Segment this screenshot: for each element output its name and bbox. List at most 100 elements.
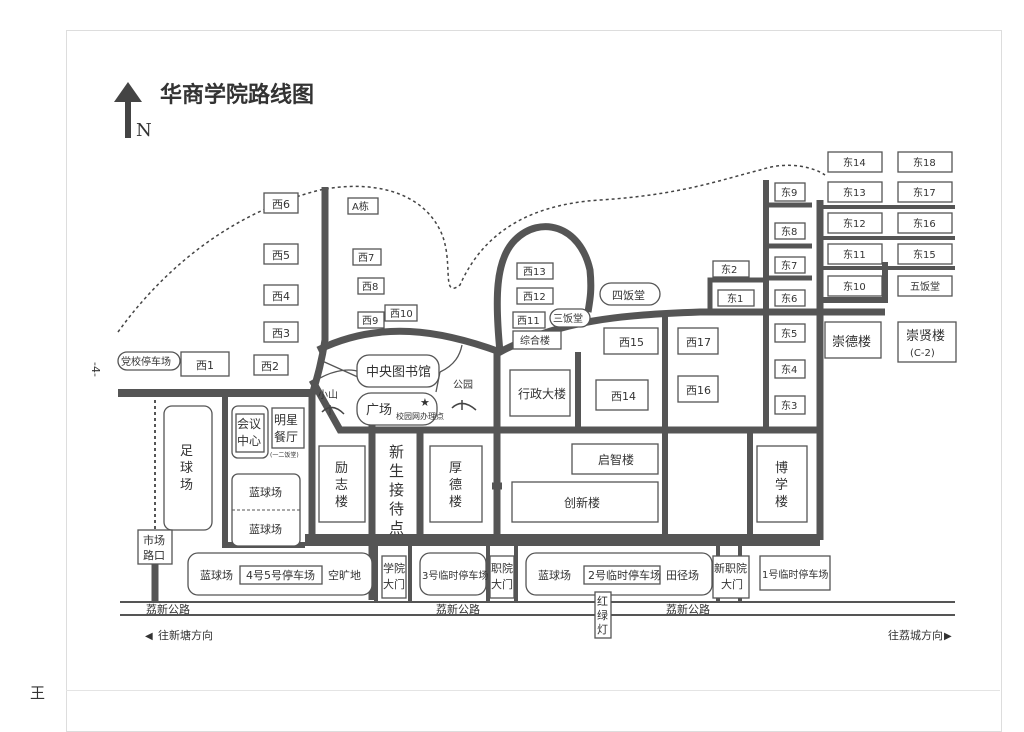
building-outline — [263, 321, 299, 343]
building-outline — [897, 212, 953, 234]
star-icon: ★ — [420, 396, 430, 409]
map-label: 新职院 — [714, 561, 747, 575]
map-shape — [308, 187, 329, 432]
building-outline — [516, 262, 554, 280]
building-outline — [827, 181, 883, 203]
map-label: 西15 — [619, 336, 644, 349]
building-outline — [677, 327, 719, 355]
west-buildings: 西6 西5 西4 西3 西1 西2 A栋 西7 西8 西9 西10 党校停车场 — [117, 192, 418, 377]
map-label: 市场 — [143, 533, 165, 547]
map-label: 绿 — [597, 608, 608, 622]
map-label: 餐厅 — [274, 429, 298, 444]
building-outline — [239, 565, 323, 585]
building-outline — [180, 351, 230, 377]
building-outline — [756, 445, 808, 523]
building-outline — [827, 151, 883, 173]
building-outline — [774, 323, 806, 343]
map-label: 公园 — [453, 379, 473, 391]
map-shape — [707, 277, 766, 312]
map-label: 西5 — [272, 249, 290, 262]
map-label: 崇贤楼 — [906, 329, 945, 344]
map-title: 华商学院路线图 — [160, 82, 314, 108]
north-label: N — [136, 120, 152, 141]
map-label: 蓝球场 — [249, 522, 282, 536]
building-outline — [263, 243, 299, 265]
building-outline — [774, 395, 806, 415]
arrow-left-icon: ◀ — [145, 631, 153, 642]
building-outline — [512, 330, 562, 350]
building-outline — [595, 379, 649, 411]
building-outline — [516, 287, 554, 305]
map-label: 中心 — [237, 433, 261, 448]
building-outline — [774, 256, 806, 274]
building-outline — [594, 591, 612, 639]
map-label: 东12 — [843, 217, 866, 230]
building-outline — [677, 375, 719, 403]
map-label: 西8 — [362, 282, 378, 293]
building-outline — [356, 392, 438, 426]
map-label: 西7 — [358, 253, 374, 264]
map-shape — [766, 202, 812, 281]
tree-icon — [451, 400, 477, 411]
map-label: 楼 — [335, 495, 348, 510]
map-label: 励 — [335, 461, 348, 476]
map-label: 4号5号停车场 — [246, 568, 315, 582]
building-outline — [571, 443, 659, 475]
map-label: 西13 — [523, 267, 546, 278]
map-label: 西2 — [261, 360, 279, 373]
map-shape — [820, 262, 888, 303]
building-outline — [357, 311, 385, 329]
map-label: 东10 — [843, 280, 866, 293]
map-shape — [308, 378, 820, 434]
map-label: 蓝球场 — [249, 485, 282, 499]
building-outline — [827, 243, 883, 265]
building-outline — [774, 359, 806, 379]
map-shape — [374, 545, 742, 602]
map-label: 党校停车场 — [121, 355, 171, 368]
map-label: 东18 — [913, 156, 936, 169]
center-area: 中央图书馆 广场 ★ 校园网办理点 小山 公园 — [318, 354, 477, 426]
map-label: 楼 — [775, 495, 788, 510]
building-outline — [163, 405, 213, 531]
map-label: 西6 — [272, 198, 290, 211]
building-outline — [384, 304, 418, 322]
map-label: 西9 — [362, 316, 378, 327]
map-shape — [120, 601, 955, 616]
map-label: 德 — [449, 478, 462, 493]
building-outline — [599, 282, 661, 306]
map-label: (一二饭堂) — [270, 451, 299, 459]
map-label: 往新塘方向 — [158, 628, 213, 642]
map-label: 场 — [180, 478, 193, 493]
map-label: 1号临时停车场 — [762, 568, 828, 581]
building-outline — [603, 327, 659, 355]
side-glyph: 王 — [30, 684, 45, 702]
map-label: (C-2) — [910, 348, 935, 359]
map-label: 学 — [775, 477, 788, 493]
campus-boundary — [117, 164, 826, 333]
building-outline — [897, 321, 957, 363]
building-outline — [897, 243, 953, 265]
building-outline — [712, 260, 750, 278]
map-label: 会议 — [237, 417, 261, 431]
map-label: 明星 — [274, 413, 298, 427]
map-shape — [820, 205, 955, 270]
map-label: 厚 — [449, 461, 462, 476]
map-label: 东11 — [843, 248, 866, 261]
map-label: 西17 — [686, 336, 711, 349]
building-outline — [235, 413, 265, 453]
map-label: 楼 — [449, 495, 462, 510]
map-label: 启智楼 — [598, 452, 634, 467]
building-outline — [897, 275, 953, 297]
building-outline — [759, 555, 831, 591]
building-outline — [509, 369, 571, 417]
map-label: 职院 — [491, 561, 513, 575]
building-outline — [263, 284, 299, 306]
library-paths — [319, 344, 463, 393]
roads — [118, 180, 955, 616]
map-label: 东7 — [781, 259, 797, 272]
map-label: 大门 — [383, 577, 405, 591]
building-outline — [774, 289, 806, 307]
map-label: 小山 — [318, 389, 338, 401]
map-label: 中央图书馆 — [366, 365, 431, 380]
